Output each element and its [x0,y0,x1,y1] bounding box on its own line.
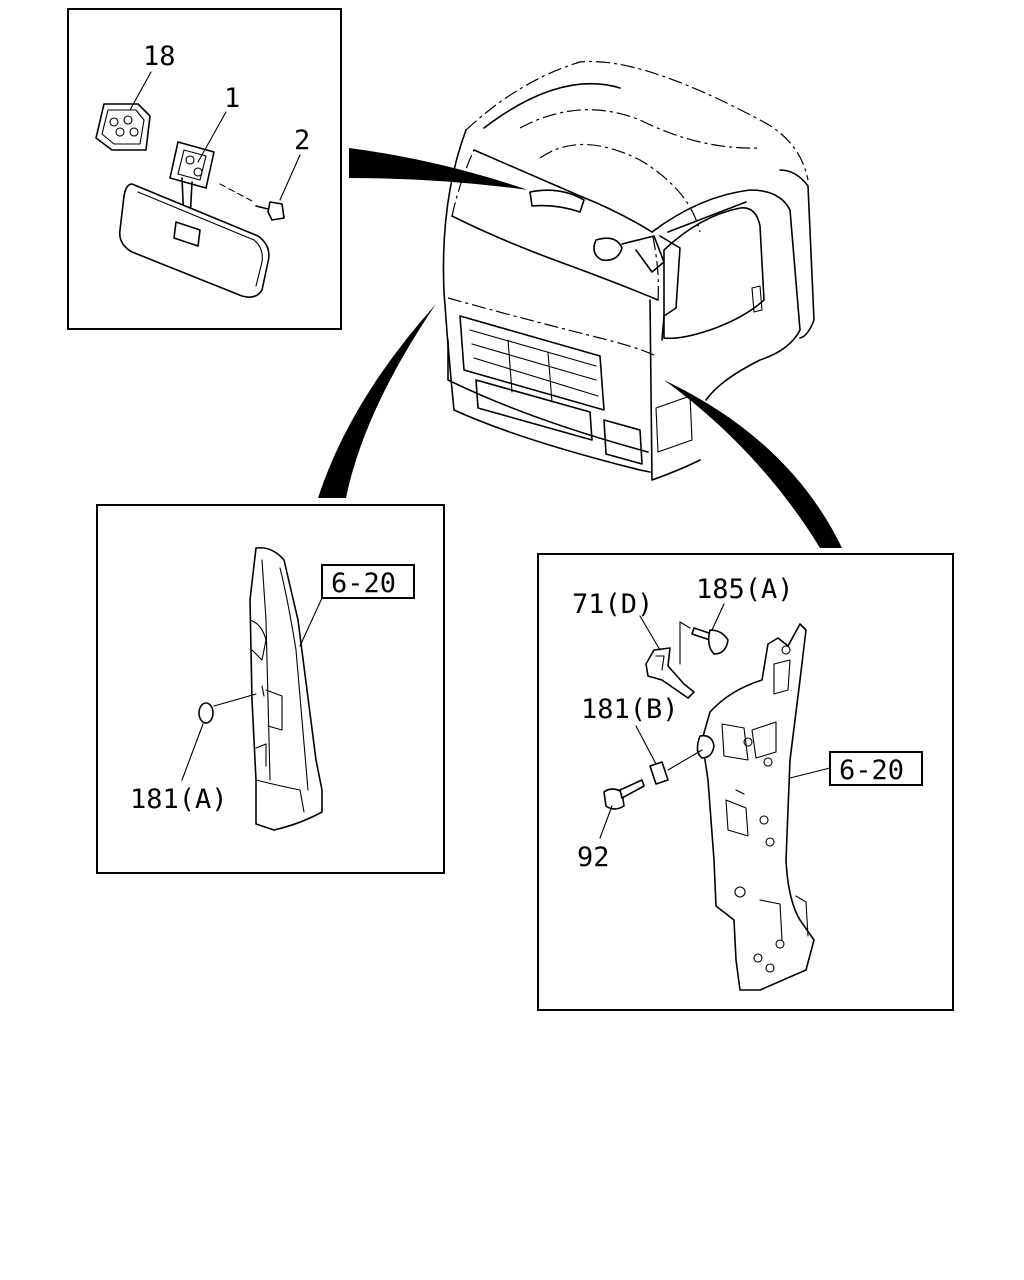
callout-92: 92 [577,842,610,873]
part-185a-bolt [691,627,729,655]
leader-6-20-right [789,767,831,779]
left-front-pillar [249,546,323,831]
leader-18 [129,71,152,111]
mirror-detail-panel: 18 1 2 [67,8,342,330]
ref-6-20-right: 6-20 [839,755,904,786]
part-2-screw [219,183,285,221]
callout-71d: 71(D) [572,589,653,620]
callout-181a: 181(A) [130,784,228,815]
part-92-bolt [603,779,645,810]
callout-185a: 185(A) [696,574,794,605]
mirror-detail-frame [67,8,342,330]
leader-2 [279,154,301,201]
left-pillar-detail-panel: 181(A) 6-20 [96,504,445,874]
left-pillar-detail-frame [96,504,445,874]
ref-6-20-left: 6-20 [331,568,396,599]
right-pillar-detail-panel: 6-20 71(D) 185(A) 181(B) 92 [537,553,954,1011]
leader-1 [197,111,227,163]
leader-6-20-left [299,597,323,647]
callout-181b: 181(B) [581,694,679,725]
right-front-pillar [696,623,815,991]
leader-185a [711,603,725,631]
pointer-arrow-mirror [349,148,528,190]
pointer-arrow-right-pillar [664,380,842,548]
callout-18: 18 [143,41,176,72]
ref-6-20-right-box [829,751,923,786]
leader-181b [635,725,657,765]
part-181a-grommet [198,702,214,724]
part-181b-plate [649,749,703,785]
part-18-mounting-pad [95,103,151,151]
leader-181a [181,723,204,781]
leader-71d [639,615,661,651]
truck-cab-overview [442,60,815,481]
callout-2: 2 [294,125,310,156]
ref-6-20-left-box [321,564,415,599]
rear-view-mirror-body [118,183,270,298]
part-71d-clip [645,621,695,699]
pointer-arrow-left-pillar [318,304,436,498]
part-181a-install-line [213,693,257,707]
callout-1: 1 [224,83,240,114]
leader-92 [599,805,613,839]
right-pillar-detail-frame [537,553,954,1011]
